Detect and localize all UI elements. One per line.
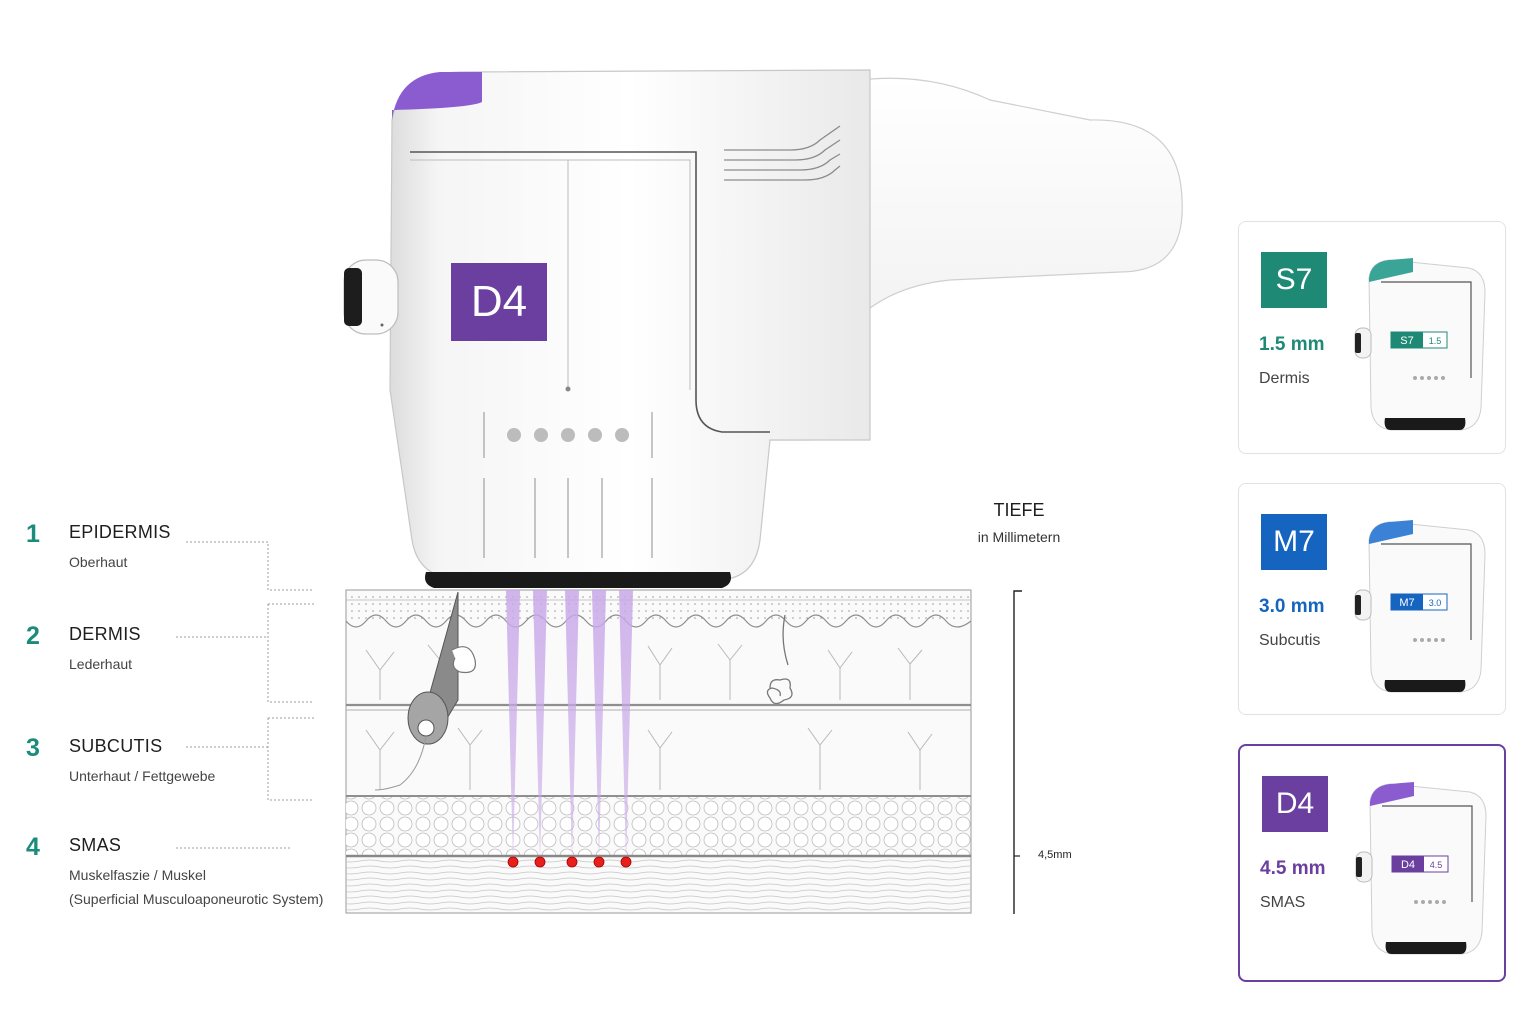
layer-description-extended: (Superficial Musculoaponeurotic System) (69, 891, 324, 907)
depth-title: TIEFE (993, 500, 1045, 520)
cartridge-badge: M7 (1261, 514, 1327, 570)
cartridge-m7-illustration: M7 3.0 (1354, 520, 1486, 693)
device-cartridge-badge: D4 (451, 263, 547, 341)
cartridge-label-code: D4 (1401, 859, 1415, 871)
layer-number: 3 (26, 734, 40, 762)
cartridge-cap (392, 72, 482, 120)
focal-points (507, 856, 632, 868)
cartridge-label-code: M7 (1399, 597, 1414, 609)
sweat-gland-icon (766, 614, 793, 705)
indicator-dots (507, 428, 629, 442)
layer-name: SUBCUTIS (69, 736, 163, 756)
side-dial-icon (343, 259, 399, 335)
cartridge-layer: Subcutis (1259, 632, 1321, 649)
transducer-window (425, 572, 731, 588)
ultrasound-beams (506, 590, 633, 862)
layer-name: SMAS (69, 835, 122, 855)
cartridge-layer: SMAS (1260, 894, 1306, 911)
layer-description: Oberhaut (69, 554, 128, 570)
hifu-device-illustration (343, 69, 1183, 588)
cartridge-label-code: S7 (1400, 335, 1413, 347)
depth-scale (1013, 590, 1022, 914)
cartridge-depth: 4.5 mm (1260, 858, 1326, 879)
layer-description: Unterhaut / Fettgewebe (69, 768, 216, 784)
depth-value: 4,5mm (1038, 849, 1072, 861)
layer-description: Muskelfaszie / Muskel (69, 867, 206, 883)
cartridge-label-depth: 3.0 (1429, 598, 1442, 608)
cartridge-card-d4[interactable]: D4 4.5 mm SMAS D4 4.5 (1238, 744, 1506, 982)
cartridge-card-m7[interactable]: M7 3.0 mm Subcutis M7 3.0 (1238, 483, 1506, 715)
layer-number: 1 (26, 520, 40, 548)
cartridge-depth: 1.5 mm (1259, 334, 1325, 355)
cartridge-s7-illustration: S7 1.5 (1354, 258, 1486, 431)
cartridge-d4-illustration: D4 4.5 (1355, 782, 1487, 955)
layer-description: Lederhaut (69, 656, 133, 672)
cartridge-label-depth: 1.5 (1429, 336, 1442, 346)
skin-cross-section (345, 589, 972, 914)
cartridge-label-depth: 4.5 (1430, 860, 1443, 870)
cartridge-badge: S7 (1261, 252, 1327, 308)
cartridge-card-s7[interactable]: S7 1.5 mm Dermis S7 1.5 (1238, 221, 1506, 454)
cartridge-layer: Dermis (1259, 370, 1310, 387)
cartridge-depth: 3.0 mm (1259, 596, 1325, 617)
cartridge-badge: D4 (1262, 776, 1328, 832)
hair-follicle-icon (374, 591, 477, 791)
depth-unit-caption: in Millimetern (977, 529, 1061, 545)
layer-number: 4 (26, 833, 40, 861)
layer-name: EPIDERMIS (69, 522, 171, 542)
layer-name: DERMIS (69, 624, 141, 644)
layer-number: 2 (26, 622, 40, 650)
layer-connectors (176, 541, 314, 849)
